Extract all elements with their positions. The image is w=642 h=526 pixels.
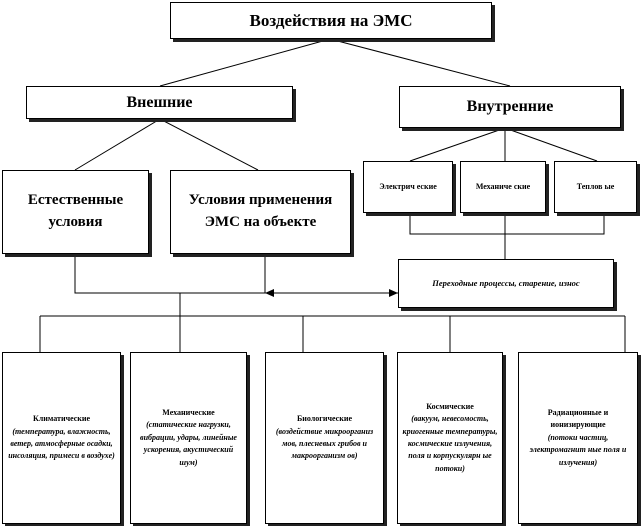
leaf-cosmic-text: (вакуум, невесомость, криогенные темпера… (402, 414, 498, 473)
electrical-box: Электрич еские (363, 161, 453, 213)
leaf-biological: Биологические (воздействие микроорганиз … (265, 352, 384, 524)
natural-conditions-label: Естественные условия (27, 192, 124, 230)
connector-line (159, 38, 331, 87)
internal-label: Внутренние (466, 98, 554, 115)
connector-line (504, 127, 598, 162)
connector-line (409, 127, 506, 162)
internal-box: Внутренние (399, 86, 621, 128)
root-box: Воздействия на ЭМС (170, 2, 492, 39)
connector-line (74, 254, 266, 294)
application-conditions-box: Условия применения ЭМС на объекте (170, 170, 351, 254)
leaf-climatic: Климатические (температура, влажность, в… (2, 352, 121, 524)
leaf-climatic-text: (температура, влажность, ветер, атмосфер… (8, 426, 115, 461)
arrow-head-right (389, 289, 398, 297)
processes-label: Переходные процессы, старение, износ (432, 277, 580, 288)
leaf-cosmic-title: Космические (426, 401, 474, 411)
connector-line (74, 118, 161, 171)
leaf-biological-text: (воздействие микроорганиз мов, плесневых… (275, 426, 374, 461)
leaf-biological-title: Биологические (296, 414, 352, 424)
arrow-head-left (265, 289, 274, 297)
electrical-label: Электрич еские (379, 182, 437, 191)
leaf-mechanical-title: Механические (162, 408, 215, 418)
application-conditions-label: Условия применения ЭМС на объекте (188, 192, 333, 230)
connector-line (159, 118, 259, 171)
leaf-mechanical: Механические (статические нагрузки, вибр… (130, 352, 247, 524)
thermal-box: Теплов ые (554, 161, 637, 213)
processes-box: Переходные процессы, старение, износ (398, 259, 614, 308)
leaf-mechanical-text: (статические нагрузки, вибрации, удары, … (140, 420, 237, 467)
leaf-cosmic: Космические (вакуум, невесомость, криоге… (397, 352, 503, 524)
leaf-climatic-title: Климатические (32, 414, 91, 424)
external-box: Внешние (26, 86, 293, 119)
mechanical-internal-label: Механиче ские (475, 182, 531, 191)
root-label: Воздействия на ЭМС (249, 10, 413, 30)
leaf-radiation-text: (потоки частиц, электромагнит ные поля и… (529, 432, 627, 467)
connector-line (409, 213, 605, 235)
thermal-label: Теплов ые (576, 182, 615, 191)
external-label: Внешние (126, 93, 193, 111)
natural-conditions-box: Естественные условия (2, 170, 149, 254)
mechanical-internal-box: Механиче ские (460, 161, 546, 213)
leaf-radiation: Радиационные и ионизирующие (потоки част… (518, 352, 638, 524)
connector-line (329, 38, 511, 87)
leaf-radiation-title: Радиационные и ионизирующие (547, 408, 609, 430)
